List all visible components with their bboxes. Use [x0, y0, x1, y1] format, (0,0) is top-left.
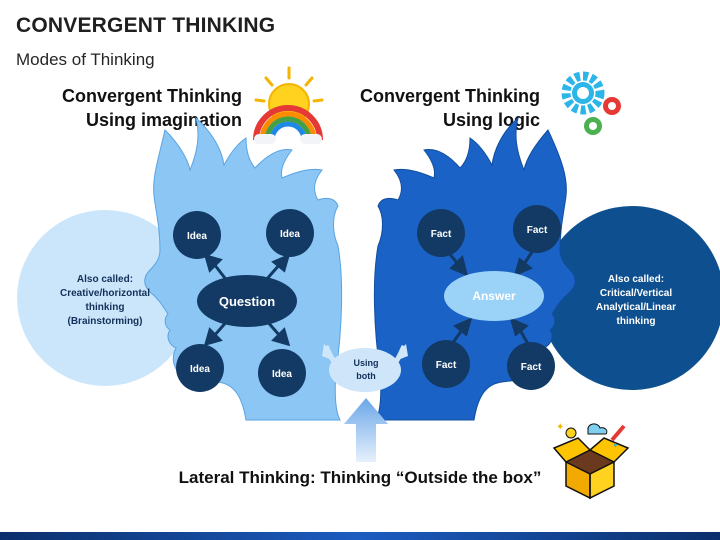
- fact-label-1: Fact: [431, 229, 452, 240]
- svg-text:✦: ✦: [612, 441, 619, 450]
- left-head-silhouette: [144, 116, 343, 421]
- sun-rainbow-icon: [253, 66, 324, 144]
- svg-text:✦: ✦: [556, 422, 564, 433]
- idea-node-3: [176, 344, 224, 392]
- page-title: CONVERGENT THINKING: [16, 14, 276, 37]
- left-heading-line1: Convergent Thinking: [62, 86, 242, 106]
- left-side-circle: [17, 210, 193, 386]
- question-node: [197, 275, 297, 327]
- right-arrows: [446, 251, 534, 345]
- right-heading-line1: Convergent Thinking: [360, 86, 540, 106]
- fact-label-2: Fact: [527, 225, 548, 236]
- using-both-badge: Using both: [322, 344, 408, 392]
- fact-node-2: [513, 205, 561, 253]
- right-side-circle: [540, 206, 720, 390]
- right-side-line-1: Also called:: [608, 274, 664, 285]
- question-label: Question: [219, 294, 275, 309]
- left-side-line-3: thinking: [86, 302, 125, 313]
- idea-label-1: Idea: [187, 231, 207, 242]
- answer-node: [444, 271, 544, 321]
- up-arrow-icon: [344, 398, 388, 462]
- idea-node-2: [266, 209, 314, 257]
- fact-label-3: Fact: [436, 360, 457, 371]
- idea-label-2: Idea: [280, 229, 300, 240]
- right-side-line-2: Critical/Vertical: [600, 288, 672, 299]
- right-side-line-3: Analytical/Linear: [596, 302, 676, 313]
- left-side-line-1: Also called:: [77, 274, 133, 285]
- fact-node-3: [422, 340, 470, 388]
- left-arrows: [203, 253, 291, 347]
- answer-label: Answer: [472, 289, 516, 303]
- using-both-line-1: Using: [353, 358, 378, 368]
- page-subtitle: Modes of Thinking: [16, 50, 155, 69]
- right-side-line-4: thinking: [617, 316, 656, 327]
- fact-node-1: [417, 209, 465, 257]
- left-side-line-4: (Brainstorming): [68, 316, 143, 327]
- idea-label-3: Idea: [190, 364, 210, 375]
- idea-node-4: [258, 349, 306, 397]
- left-side-line-2: Creative/horizontal: [60, 288, 150, 299]
- footer-bar: [0, 532, 720, 540]
- idea-node-1: [173, 211, 221, 259]
- fact-node-4: [507, 342, 555, 390]
- fact-label-4: Fact: [521, 362, 542, 373]
- gears-icon: [561, 71, 621, 135]
- open-box-icon: ✦ ✦: [552, 422, 630, 500]
- idea-label-4: Idea: [272, 369, 292, 380]
- using-both-line-2: both: [356, 371, 376, 381]
- lateral-thinking-caption: Lateral Thinking: Thinking “Outside the …: [178, 468, 542, 487]
